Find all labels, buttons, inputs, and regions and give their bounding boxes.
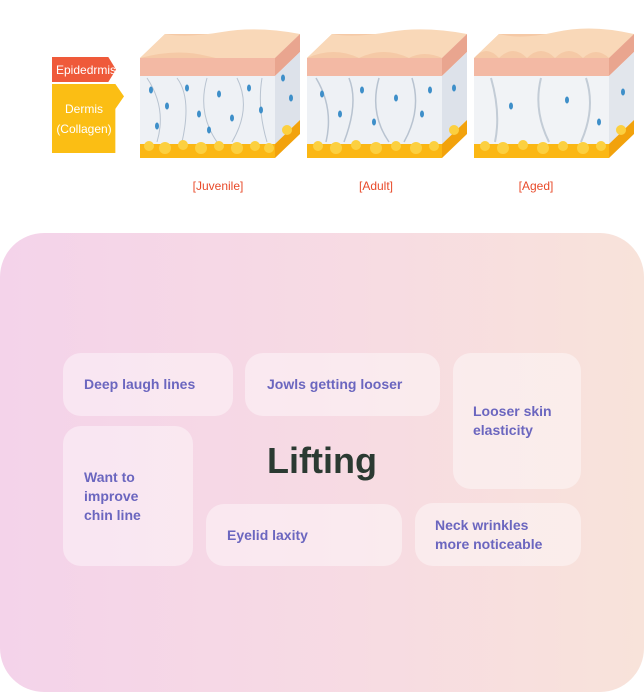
skin-juvenile-illustration	[140, 29, 300, 158]
concern-text: Deep laugh lines	[84, 376, 196, 392]
stage-label-adult: [Adult]	[358, 179, 394, 193]
concern-text: Eyelid laxity	[227, 526, 308, 543]
epidermis-label: Epidedrmis	[56, 62, 117, 77]
panel-title: Lifting	[267, 440, 377, 481]
skin-aged-illustration	[474, 28, 634, 158]
concern-card-laugh-lines: Deep laugh lines	[63, 353, 233, 416]
concern-card-eyelid-laxity: Eyelid laxity	[206, 504, 402, 566]
concern-text: Want to improve chin line	[84, 468, 141, 523]
epidermis-tag: Epidedrmis	[52, 57, 116, 82]
concern-card-chin-line: Want to improve chin line	[63, 426, 193, 566]
concern-card-jowls: Jowls getting looser	[245, 353, 440, 416]
concern-text: Looser skin elasticity	[473, 403, 552, 438]
concern-card-skin-elasticity: Looser skin elasticity	[453, 353, 581, 489]
concern-text: Neck wrinkles more noticeable	[435, 516, 543, 552]
stage-label-aged: [Aged]	[518, 179, 554, 193]
concern-card-neck-wrinkles: Neck wrinkles more noticeable	[415, 503, 581, 566]
skin-adult-illustration	[307, 29, 467, 158]
dermis-tag: Dermis (Collagen)	[52, 84, 124, 153]
stage-label-juvenile: [Juvenile]	[192, 179, 244, 193]
lifting-concerns-panel	[0, 233, 644, 692]
dermis-label: Dermis	[65, 101, 103, 116]
concern-text: Jowls getting looser	[267, 376, 403, 392]
collagen-label: (Collagen)	[56, 121, 112, 136]
